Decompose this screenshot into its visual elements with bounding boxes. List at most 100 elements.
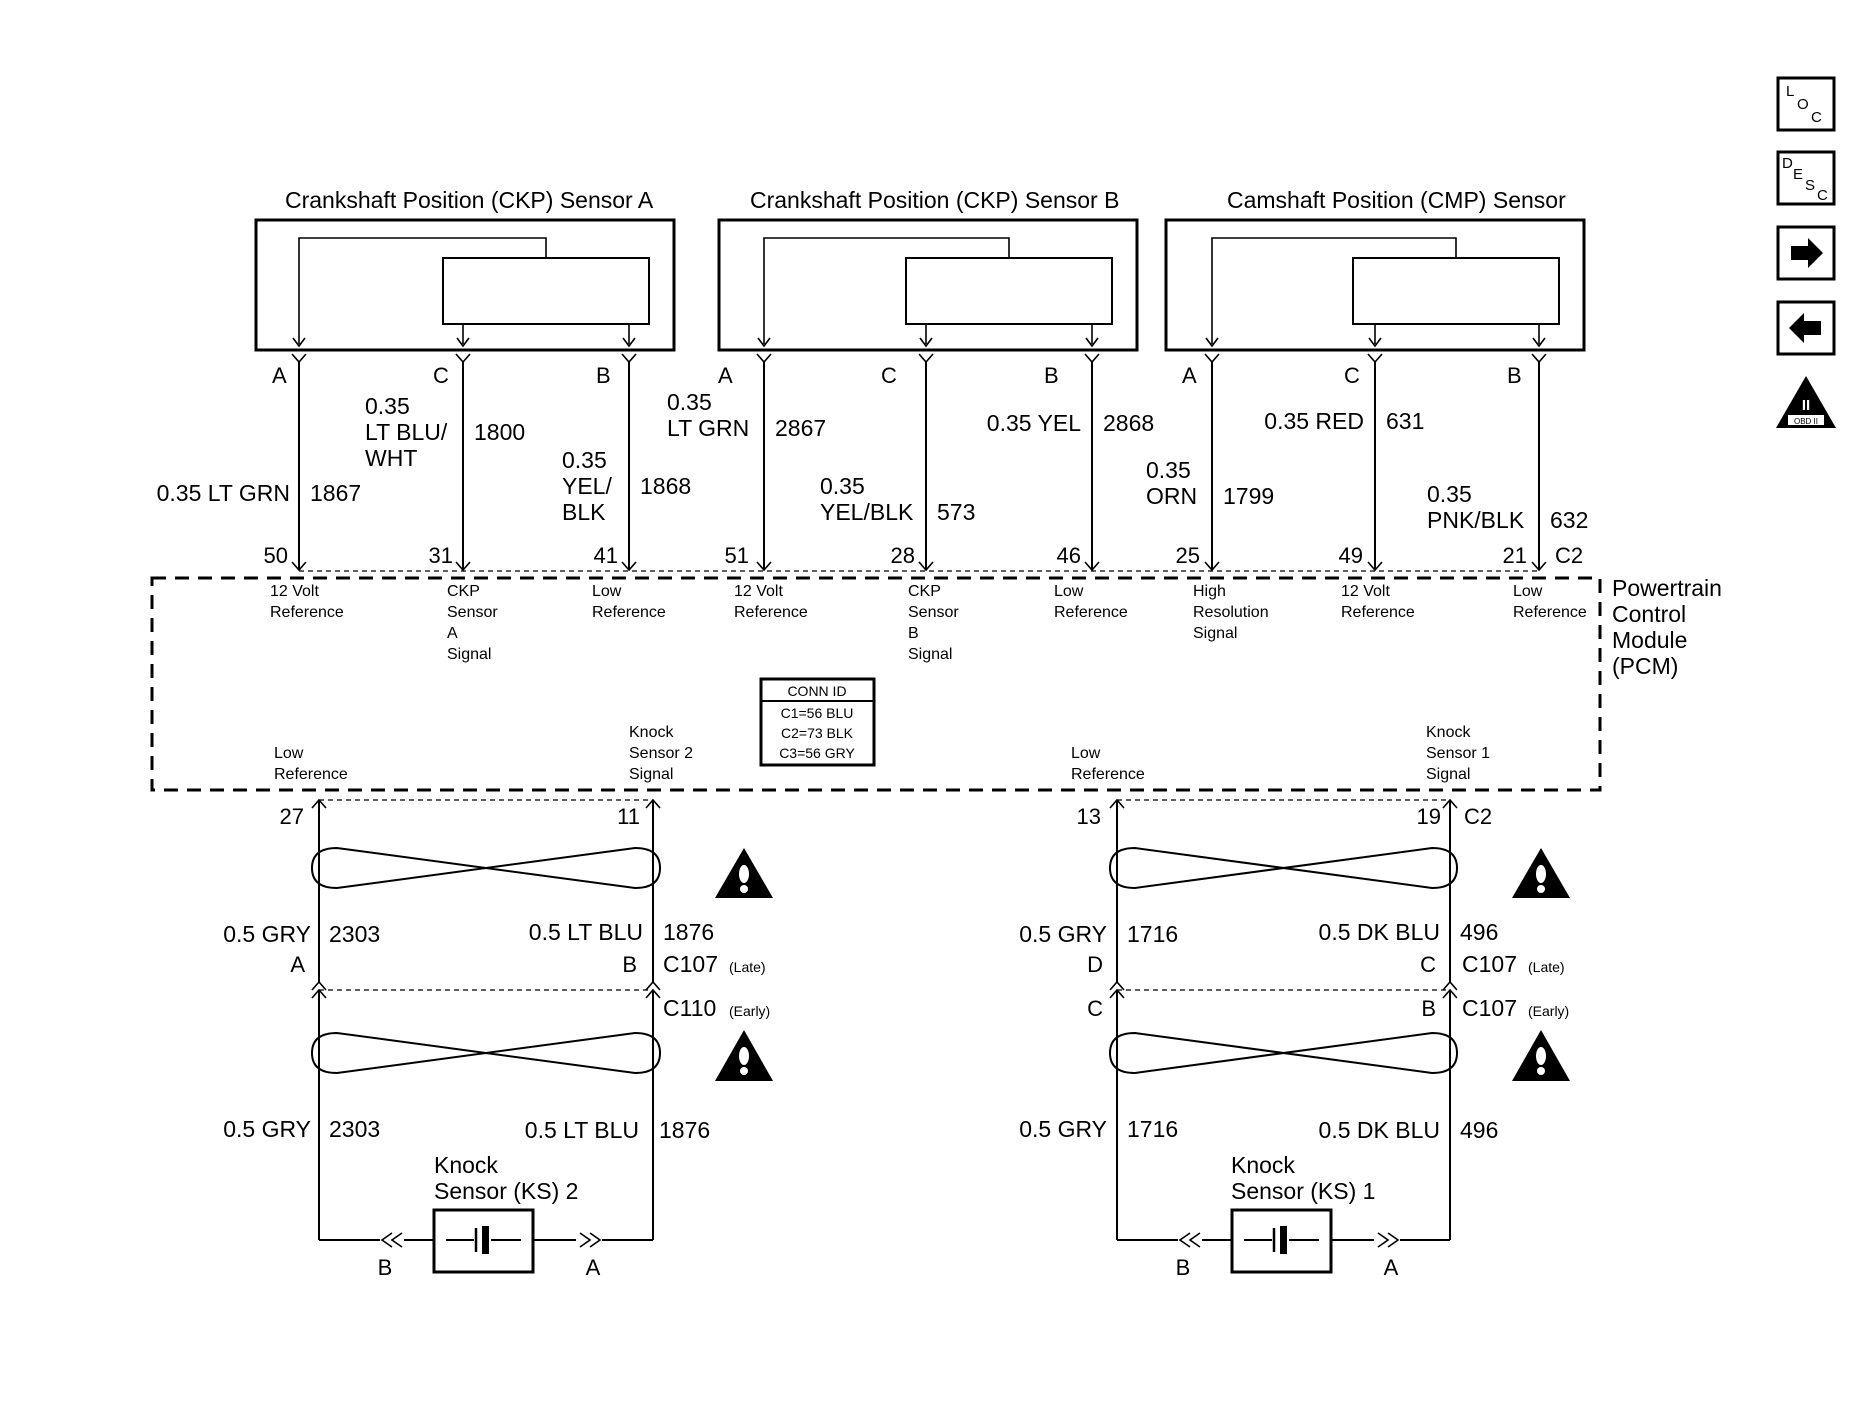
circuit-number: 2868 xyxy=(1103,410,1154,436)
warning-icon[interactable] xyxy=(715,1030,773,1081)
ckp-sensor-b-title: Crankshaft Position (CKP) Sensor B xyxy=(750,187,1119,213)
connector-name: C107 xyxy=(663,951,718,977)
pcm-pin-number: 11 xyxy=(617,804,640,829)
ckp-sensor-b-box xyxy=(717,218,1139,352)
wire-color: YEL/ xyxy=(562,473,612,499)
pcm-terminal-label: High xyxy=(1193,583,1226,600)
pcm-terminal-label: Sensor xyxy=(447,604,498,621)
arrow-left-icon xyxy=(1789,313,1821,343)
sensor-pin: B xyxy=(1176,1255,1191,1280)
pcm-terminal-label: Signal xyxy=(629,766,673,783)
pcm-terminal-label: 12 Volt xyxy=(270,583,319,600)
pcm-terminal-label: Low xyxy=(1071,745,1101,762)
wire-color: 0.5 DK BLU xyxy=(1319,919,1440,945)
ckp-a-pin-c: C xyxy=(433,363,449,388)
wire-color: 0.35 xyxy=(1146,457,1191,483)
loc-button[interactable]: L O C xyxy=(1776,76,1836,132)
pcm-connector-top: C2 xyxy=(1555,543,1583,568)
connector-pin: B xyxy=(1421,996,1436,1021)
desc-button[interactable]: D E S C xyxy=(1776,150,1836,206)
conn-id-row: C1=56 BLU xyxy=(781,705,854,721)
loc-letter: C xyxy=(1811,109,1822,126)
circuit-number: 2303 xyxy=(329,921,380,947)
arrow-right-icon xyxy=(1791,238,1823,268)
desc-letter: D xyxy=(1782,155,1793,172)
pcm-terminal-label: Signal xyxy=(908,646,952,663)
wire-color: ORN xyxy=(1146,483,1197,509)
pcm-terminal-label: Knock xyxy=(1426,724,1471,741)
warning-icon[interactable] xyxy=(1512,848,1570,898)
pcm-terminal-label: CKP xyxy=(447,583,480,600)
wire-color: PNK/BLK xyxy=(1427,507,1525,533)
pcm-terminal-label: Reference xyxy=(1513,604,1587,621)
pcm-terminal-label: 12 Volt xyxy=(734,583,783,600)
pcm-pin-number: 13 xyxy=(1077,804,1101,829)
wire-color: 0.35 xyxy=(667,389,712,415)
pcm-terminal-label: Low xyxy=(1513,583,1543,600)
wire-color: BLK xyxy=(562,499,606,525)
conn-id-table: CONN ID C1=56 BLU C2=73 BLK C3=56 GRY xyxy=(759,677,876,767)
desc-letter: S xyxy=(1805,177,1815,194)
knock-sensor-name: Knock xyxy=(1231,1152,1295,1178)
pcm-pin-number: 19 xyxy=(1417,804,1441,829)
connector-pin: A xyxy=(290,952,305,977)
pcm-terminal-label: B xyxy=(908,625,919,642)
circuit-number: 632 xyxy=(1550,507,1588,533)
connector-name: C107 xyxy=(1462,951,1517,977)
pcm-terminal-label: 12 Volt xyxy=(1341,583,1390,600)
wire-color: 0.5 GRY xyxy=(1019,1116,1107,1142)
pcm-terminal-label: Reference xyxy=(734,604,808,621)
circuit-number: 496 xyxy=(1460,1117,1498,1143)
wire-color: YEL/BLK xyxy=(820,499,914,525)
circuit-number: 2867 xyxy=(775,415,826,441)
wire-color: WHT xyxy=(365,445,417,471)
sensor-pin: B xyxy=(378,1255,393,1280)
next-button[interactable] xyxy=(1776,225,1836,281)
ckp-sensor-a-box xyxy=(254,218,676,352)
obd-ii-icon[interactable]: II OBD II xyxy=(1776,376,1836,428)
circuit-number: 496 xyxy=(1460,919,1498,945)
ckp-b-pin-a: A xyxy=(718,363,733,388)
pcm-name: Control xyxy=(1612,601,1686,627)
pcm-pin-number: 28 xyxy=(891,543,915,568)
wire-color: 0.5 LT BLU xyxy=(525,1117,639,1143)
pcm-name: (PCM) xyxy=(1612,653,1678,679)
pcm-pin-number: 50 xyxy=(264,543,288,568)
circuit-number: 1876 xyxy=(659,1117,710,1143)
pcm-terminal-label: Reference xyxy=(274,766,348,783)
conn-id-header: CONN ID xyxy=(787,683,846,699)
warning-icon[interactable] xyxy=(715,848,773,898)
desc-letter: C xyxy=(1817,187,1828,204)
sensor-pin: A xyxy=(586,1255,601,1280)
pcm-terminal-label: A xyxy=(447,625,458,642)
connector-note: (Early) xyxy=(1528,1003,1569,1019)
connector-pin: D xyxy=(1087,952,1103,977)
pcm-terminal-label: Resolution xyxy=(1193,604,1269,621)
pcm-terminal-label: Low xyxy=(274,745,304,762)
circuit-number: 631 xyxy=(1386,408,1424,434)
connector-name: C110 xyxy=(663,995,716,1021)
prev-button[interactable] xyxy=(1776,300,1836,356)
connector-pin: C xyxy=(1087,996,1103,1021)
cmp-sensor-box xyxy=(1164,218,1586,352)
pcm-terminal-label: Signal xyxy=(1426,766,1470,783)
circuit-number: 1716 xyxy=(1127,921,1178,947)
pcm-pin-number: 25 xyxy=(1176,543,1200,568)
ckp-a-pin-b: B xyxy=(596,363,611,388)
pcm-connector-bottom: C2 xyxy=(1464,804,1492,829)
wire-color: 0.5 GRY xyxy=(223,1116,311,1142)
wire-color: 0.5 LT BLU xyxy=(529,919,643,945)
wire-color: 0.5 DK BLU xyxy=(1319,1117,1440,1143)
warning-icon[interactable] xyxy=(1512,1030,1570,1081)
connector-name: C107 xyxy=(1462,995,1517,1021)
pcm-pin-number: 51 xyxy=(725,543,749,568)
pcm-pin-number: 46 xyxy=(1057,543,1081,568)
conn-id-row: C3=56 GRY xyxy=(779,745,855,761)
pcm-name: Powertrain xyxy=(1612,575,1722,601)
pcm-pin-number: 27 xyxy=(280,804,304,829)
conn-id-row: C2=73 BLK xyxy=(781,725,854,741)
cmp-sensor-title: Camshaft Position (CMP) Sensor xyxy=(1227,187,1566,213)
obd-label: OBD II xyxy=(1794,417,1818,426)
knock-sensor-name: Sensor (KS) 1 xyxy=(1231,1178,1375,1204)
knock-sensor-2-circuit xyxy=(310,798,662,1274)
